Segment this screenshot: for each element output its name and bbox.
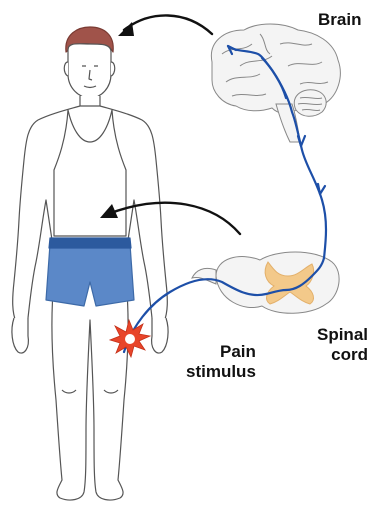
spinal-cord-section bbox=[192, 252, 339, 313]
spinal-label-line2: cord bbox=[317, 345, 368, 365]
path-arrow-2 bbox=[298, 136, 305, 146]
brain bbox=[211, 24, 340, 142]
left-ear bbox=[64, 62, 68, 76]
left-hand bbox=[12, 318, 28, 353]
arrow-to-head-tip bbox=[118, 22, 134, 36]
right-hand bbox=[152, 318, 168, 353]
brain-label: Brain bbox=[318, 10, 361, 30]
pain-label-line1: Pain bbox=[186, 342, 256, 362]
path-arrow-3 bbox=[318, 184, 325, 194]
shorts-waistband bbox=[49, 238, 131, 248]
human-figure bbox=[12, 27, 168, 500]
spinal-label-line1: Spinal bbox=[317, 325, 368, 345]
stimulus-core bbox=[125, 334, 135, 344]
cerebellum bbox=[294, 90, 326, 117]
pain-label-line2: stimulus bbox=[186, 362, 256, 382]
pain-stimulus-label: Pain stimulus bbox=[186, 342, 256, 382]
right-ear bbox=[111, 62, 115, 76]
spinal-cord-label: Spinal cord bbox=[317, 325, 368, 365]
legs bbox=[52, 280, 128, 500]
arrow-to-head bbox=[124, 15, 212, 34]
